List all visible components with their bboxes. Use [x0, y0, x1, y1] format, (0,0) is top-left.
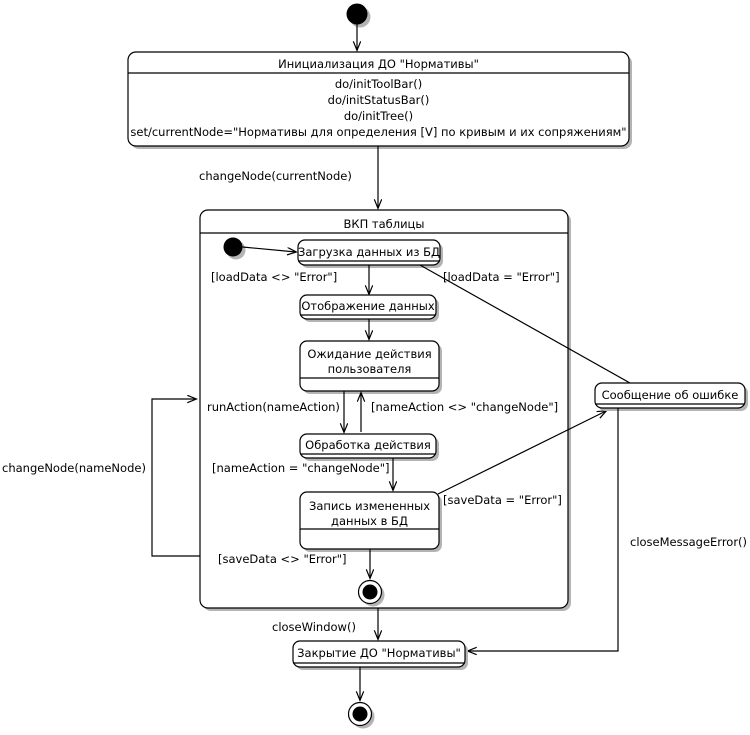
edge-label-changeNode-nameNode: changeNode(nameNode): [2, 461, 146, 475]
state-process-title: Обработка действия: [305, 438, 431, 452]
state-wait-title-line1: Ожидание действия: [307, 347, 431, 361]
state-save-title-line1: Запись измененных: [309, 499, 430, 513]
state-wait-title-line2: пользователя: [328, 362, 412, 376]
node-final: [347, 701, 375, 729]
edge-label-loadData-error: [loadData = "Error"]: [443, 270, 560, 284]
node-start: [346, 3, 371, 28]
state-error-title: Сообщение об ошибке: [602, 388, 739, 402]
state-error[interactable]: Сообщение об ошибке: [594, 382, 748, 411]
edge-label-closeWindow: closeWindow(): [272, 620, 356, 634]
state-close[interactable]: Закрытие ДО "Нормативы": [292, 640, 468, 670]
state-init-action-2: do/initTree(): [344, 109, 413, 123]
edge-label-runAction: runAction(nameAction): [207, 400, 340, 414]
edge-label-changeNode-currentNode: changeNode(currentNode): [199, 169, 352, 183]
state-display[interactable]: Отображение данных: [299, 294, 439, 322]
state-close-title: Закрытие ДО "Нормативы": [297, 646, 461, 660]
edge-label-loadData-not-error: [loadData <> "Error"]: [211, 270, 337, 284]
edge-error-to-close: [468, 408, 619, 651]
state-composite[interactable]: ВКП таблицы: [199, 209, 571, 611]
state-init-action-1: do/initStatusBar(): [328, 93, 430, 107]
state-wait[interactable]: Ожидание действия пользователя: [299, 340, 442, 394]
state-init-title: Инициализация ДО "Нормативы": [278, 57, 479, 71]
edge-composite-to-wait-loop: [151, 399, 200, 557]
state-init-action-3: set/currentNode="Нормативы для определен…: [130, 125, 626, 139]
edge-label-closeMessageError: closeMessageError(): [630, 535, 747, 549]
state-process[interactable]: Обработка действия: [299, 433, 439, 461]
node-inner-start: [223, 237, 246, 260]
edge-label-saveData-not-error: [saveData <> "Error"]: [218, 552, 347, 566]
node-inner-final: [357, 579, 385, 607]
state-init-action-0: do/initToolBar(): [335, 77, 422, 91]
edge-label-saveData-error: [saveData = "Error"]: [443, 493, 562, 507]
edge-label-nameAction-changeNode: [nameAction = "changeNode"]: [212, 461, 389, 475]
state-display-title: Отображение данных: [301, 299, 435, 313]
state-load-title: Загрузка данных из БД: [298, 245, 440, 259]
edge-save-to-error: [437, 411, 606, 495]
edge-load-to-error: [419, 264, 646, 392]
state-save-title-line2: данных в БД: [331, 514, 408, 528]
state-composite-title: ВКП таблицы: [344, 217, 425, 231]
state-init[interactable]: Инициализация ДО "Нормативы" do/initTool…: [127, 51, 632, 149]
edge-label-nameAction-not-changeNode: [nameAction <> "changeNode"]: [371, 400, 558, 414]
state-save[interactable]: Запись измененных данных в БД: [299, 491, 442, 552]
edge-innerstart-to-load: [242, 246, 297, 252]
state-load[interactable]: Загрузка данных из БД: [297, 239, 443, 268]
